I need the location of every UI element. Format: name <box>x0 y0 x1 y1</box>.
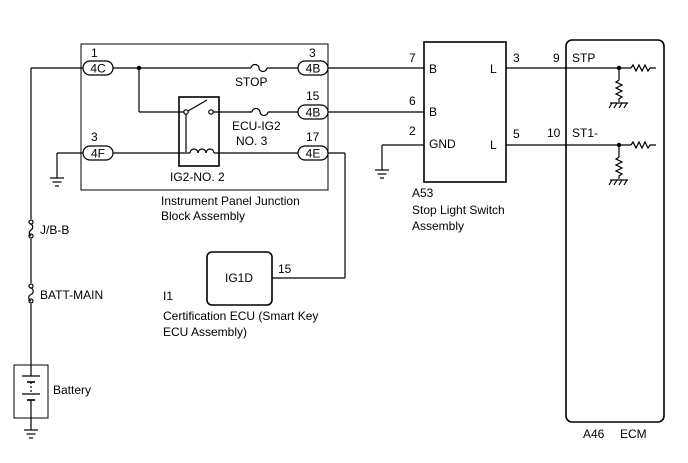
ecm-pin10-label: ST1- <box>572 126 598 140</box>
switch-code: A53 <box>412 186 434 200</box>
relay-coil <box>189 148 215 154</box>
ground-switch-icon <box>375 169 389 179</box>
ecm-stp-resistor-v <box>614 79 624 102</box>
stop-light-switch-box <box>423 41 507 183</box>
ecm-pin10-num: 10 <box>547 126 561 140</box>
battery-label: Battery <box>53 383 91 397</box>
pin-num-4b-top: 3 <box>309 46 316 60</box>
pin-num-4e: 17 <box>306 130 320 144</box>
fuse-stop-icon <box>250 63 268 73</box>
connector-4b-top-label: 4B <box>306 62 321 76</box>
certification-ecu-label: Certification ECU (Smart Key <box>163 309 318 323</box>
relay-box <box>178 96 220 167</box>
fuse-jb-icon <box>28 223 34 237</box>
connector-4f <box>82 145 114 161</box>
ecm-name: ECM <box>620 427 647 441</box>
switch-pin5-label: L <box>490 138 497 152</box>
connector-4c-label: 4C <box>90 62 106 76</box>
fuse-batt-main-end-top <box>28 283 34 289</box>
switch-pin5-num: 5 <box>513 127 520 141</box>
relay-switch-arm <box>187 99 208 112</box>
junction-block-outline <box>80 43 329 191</box>
switch-pin2-num: 2 <box>409 124 416 138</box>
ecm-stp-ground-icon <box>608 102 628 109</box>
switch-pin6-label: B <box>429 105 437 119</box>
switch-pin3-label: L <box>490 62 497 76</box>
ecm-stp-resistor-h <box>630 63 656 73</box>
ecm-pin9-num: 9 <box>553 51 560 65</box>
switch-pin7-num: 7 <box>409 51 416 65</box>
connector-4e <box>297 145 329 161</box>
connector-4f-label: 4F <box>91 147 105 161</box>
fuse-ecu-ig2-label-2: NO. 3 <box>236 134 268 148</box>
fuse-stop-label: STOP <box>235 75 267 89</box>
ecm-box <box>565 39 665 423</box>
fuse-jb-label: J/B-B <box>40 223 69 237</box>
switch-pin6-num: 6 <box>409 94 416 108</box>
switch-label: Stop Light Switch <box>412 203 505 217</box>
switch-pin2-label: GND <box>429 137 456 151</box>
fuse-batt-main-icon <box>28 287 34 302</box>
fuse-jb-end-bottom <box>28 233 34 239</box>
junction-block-label: Instrument Panel Junction <box>161 194 300 208</box>
fuse-ecu-ig2-label: ECU-IG2 <box>232 119 281 133</box>
certification-ecu-code: I1 <box>163 289 173 303</box>
pin-num-4f: 3 <box>91 130 98 144</box>
switch-label-2: Assembly <box>412 219 464 233</box>
ground-battery-icon <box>24 429 38 439</box>
switch-pin3-num: 3 <box>513 51 520 65</box>
ecm-st1-ground-icon <box>608 179 628 186</box>
certification-ecu-pin-num: 15 <box>278 262 292 276</box>
ecm-st1-resistor-v <box>614 156 624 179</box>
connector-4b-mid-label: 4B <box>306 106 321 120</box>
relay-contact-a <box>183 109 189 115</box>
fuse-batt-main-label: BATT-MAIN <box>40 288 103 302</box>
ecm-st1-resistor-h <box>630 140 656 150</box>
connector-4c <box>82 60 114 76</box>
fuse-ecu-ig2-icon <box>251 107 269 117</box>
relay-label: IG2-NO. 2 <box>170 170 225 184</box>
ecm-code: A46 <box>583 427 605 441</box>
fuse-jb-end-top <box>28 219 34 225</box>
certification-ecu-pin-label: IG1D <box>225 271 253 285</box>
junction-block-label-2: Block Assembly <box>161 209 245 223</box>
ground-4f-icon <box>50 177 64 187</box>
pin-num-4c: 1 <box>91 46 98 60</box>
certification-ecu-box <box>206 251 273 306</box>
relay-contact-b <box>208 109 214 115</box>
connector-4b-top <box>297 60 329 76</box>
connector-4e-label: 4E <box>306 147 321 161</box>
certification-ecu-label-2: ECU Assembly) <box>163 325 247 339</box>
switch-pin7-label: B <box>429 62 437 76</box>
ecm-pin9-label: STP <box>572 51 595 65</box>
fuse-batt-main-end-bottom <box>28 298 34 304</box>
pin-num-4b-mid: 15 <box>306 89 320 103</box>
connector-4b-mid <box>297 104 329 120</box>
